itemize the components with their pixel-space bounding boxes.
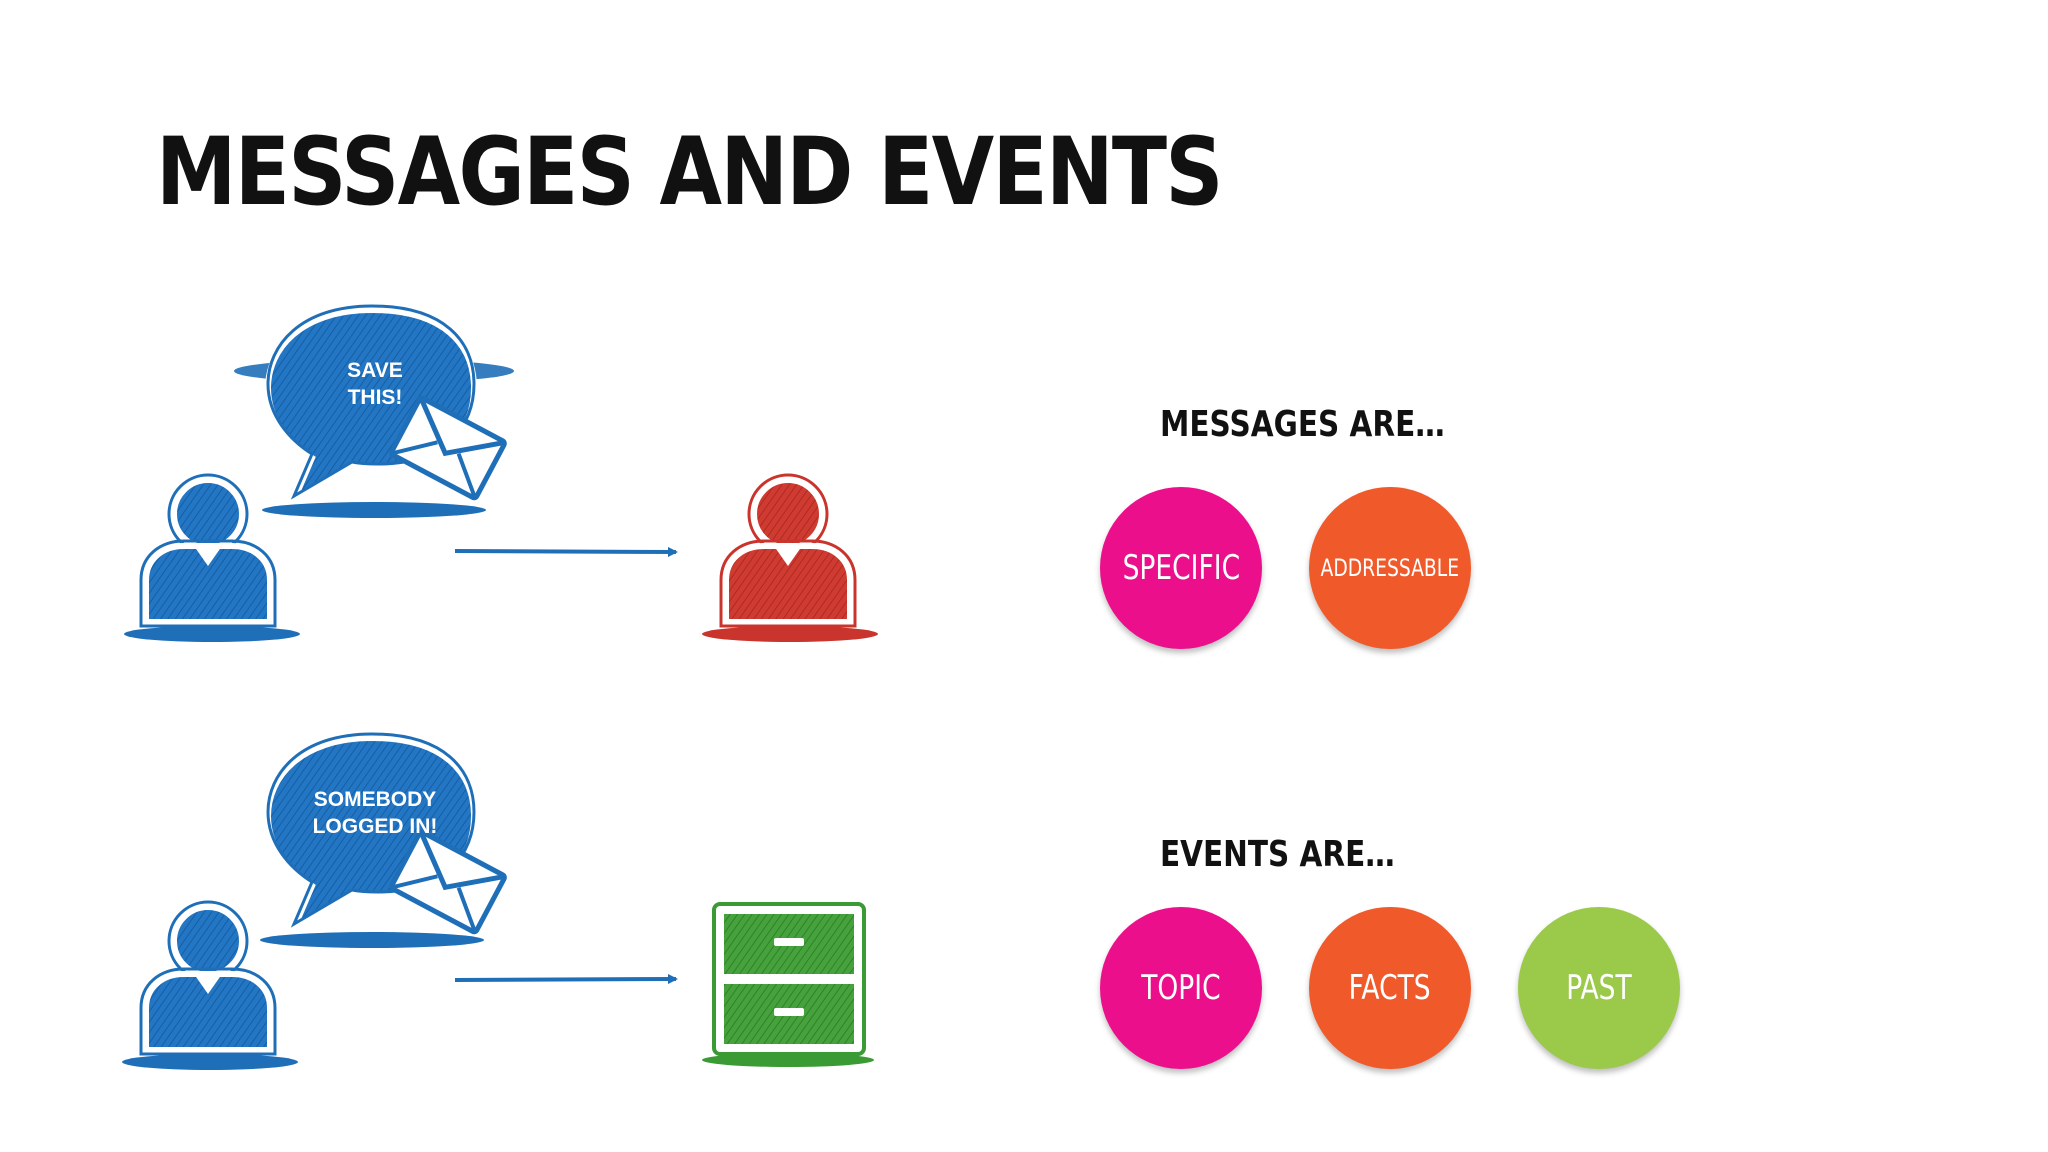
trait-facts: FACTS [1309,907,1471,1069]
person-icon [124,473,300,642]
person-icon [122,900,298,1070]
arrow-icon [454,974,678,985]
bubble-text-bottom: SOMEBODY LOGGED IN! [312,788,438,838]
bubble-text-top: SAVE THIS! [347,359,403,409]
messages-label: MESSAGES ARE… [1160,404,1445,445]
trait-topic: TOPIC [1100,907,1262,1069]
arrow-icon [454,546,678,557]
trait-specific: SPECIFIC [1100,487,1262,649]
person-icon [702,473,878,642]
slide-title: MESSAGES AND EVENTS [156,118,1224,227]
trait-addressable: ADDRESSABLE [1309,487,1471,649]
events-label: EVENTS ARE… [1160,834,1395,875]
envelope-icon [389,395,507,501]
filing-cabinet-icon [702,902,874,1067]
trait-past: PAST [1518,907,1680,1069]
envelope-icon [389,829,507,935]
